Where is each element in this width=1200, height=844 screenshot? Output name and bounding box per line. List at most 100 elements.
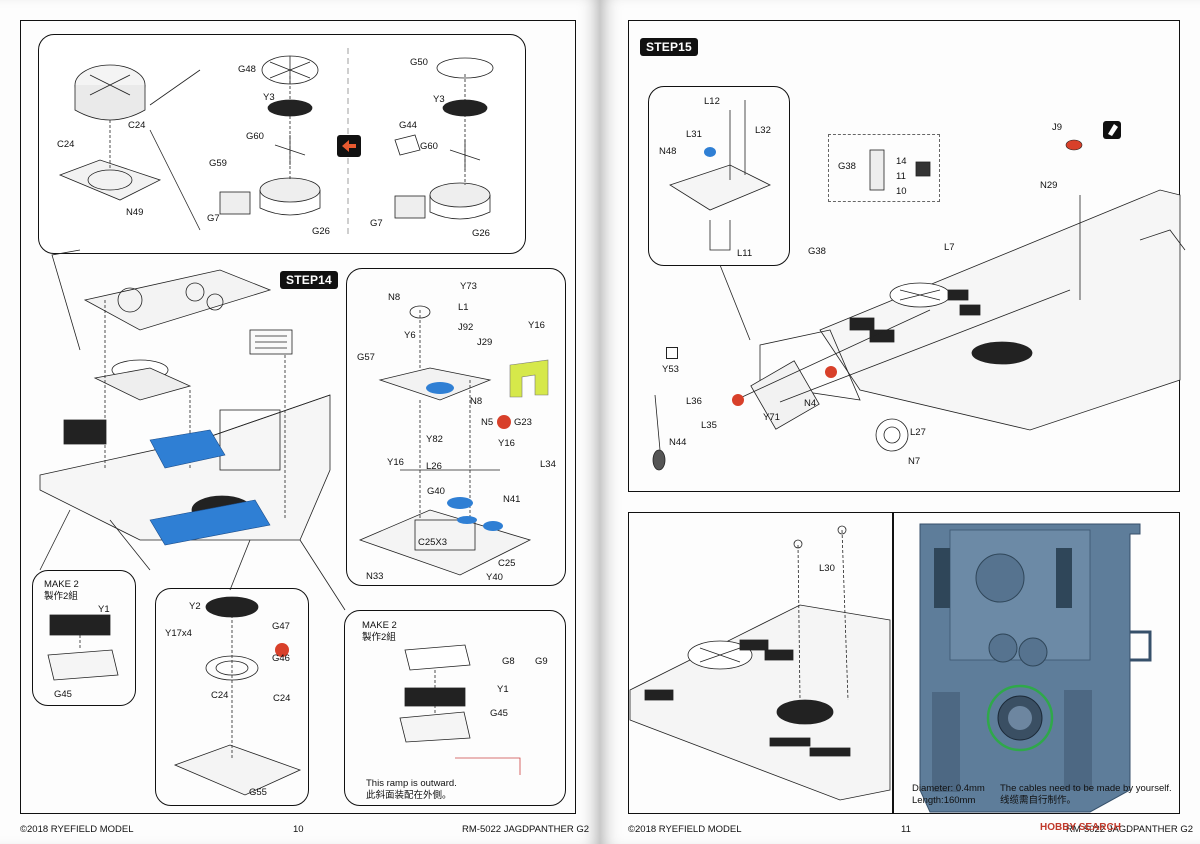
part-label: N44 <box>669 437 687 448</box>
footer-copyright: ©2018 RYEFIELD MODEL <box>20 824 134 835</box>
part-label: N8 <box>470 396 483 407</box>
watermark-logo: HOBBY SEARCH <box>1040 822 1121 833</box>
part-label: Y2 <box>189 601 201 612</box>
part-label: N29 <box>1040 180 1058 191</box>
part-label: N49 <box>126 207 144 218</box>
part-label: Y82 <box>426 434 443 445</box>
step-15-label: STEP15 <box>640 38 698 56</box>
right-line-art <box>629 100 1186 813</box>
part-label: L12 <box>704 96 720 107</box>
instruction-page-11: STEP15 <box>600 0 1200 844</box>
cable-note-cn: 线缆需自行制作。 <box>1000 795 1077 806</box>
part-label: G60 <box>246 131 264 142</box>
ramp-note-en: This ramp is outward. <box>366 778 457 789</box>
part-label: G60 <box>420 141 438 152</box>
part-label: N5 <box>481 417 494 428</box>
part-label: Y73 <box>460 281 477 292</box>
part-label: C24 <box>211 690 229 701</box>
part-label: G38 <box>838 161 856 172</box>
part-label: G45 <box>490 708 508 719</box>
part-label: G7 <box>370 218 383 229</box>
part-label: L1 <box>458 302 469 313</box>
make2-title: MAKE 2 <box>44 579 79 590</box>
part-label: G38 <box>808 246 826 257</box>
part-label: G8 <box>502 656 515 667</box>
part-label: J9 <box>1052 122 1063 133</box>
page-frame <box>20 20 576 814</box>
part-label: G45 <box>54 689 72 700</box>
part-label: Y1 <box>98 604 110 615</box>
part-label: G26 <box>312 226 330 237</box>
part-label: G50 <box>410 57 428 68</box>
left-line-art <box>39 48 549 796</box>
callout-make2-a <box>32 570 136 706</box>
part-label: G7 <box>207 213 220 224</box>
part-label: N8 <box>388 292 401 303</box>
page-number: 11 <box>901 824 911 835</box>
part-label: G40 <box>427 486 445 497</box>
part-label: Y16 <box>528 320 545 331</box>
part-label: Y16 <box>498 438 515 449</box>
part-label: Y53 <box>662 364 679 375</box>
part-label: Y6 <box>404 330 416 341</box>
part-label: G48 <box>238 64 256 75</box>
make2-subtitle: 製作2組 <box>44 591 78 602</box>
part-label: J92 <box>458 322 474 333</box>
diameter-note: Diameter: 0.4mm <box>912 783 985 794</box>
step-14-label: STEP14 <box>280 271 338 289</box>
lower-frame <box>628 512 1180 814</box>
highlight-parts <box>704 121 1121 406</box>
part-label: G44 <box>399 120 417 131</box>
part-label: C25 <box>498 558 516 569</box>
part-label: G9 <box>535 656 548 667</box>
part-label: L35 <box>701 420 717 431</box>
part-label: L34 <box>540 459 556 470</box>
part-label: Y1 <box>497 684 509 695</box>
part-label: Y16 <box>387 457 404 468</box>
part-label: Y17x4 <box>165 628 192 639</box>
footer-product: RM-5022 JAGDPANTHER G2 <box>1066 824 1194 835</box>
part-label: L30 <box>819 563 835 574</box>
check-icon <box>666 347 678 359</box>
part-label: Y3 <box>263 92 275 103</box>
callout-hatch-detail <box>648 86 790 266</box>
part-number-circle: 14 <box>896 156 907 167</box>
part-label: G26 <box>472 228 490 239</box>
footer-product: RM-5022 JAGDPANTHER G2 <box>462 824 590 835</box>
part-label: G46 <box>272 653 290 664</box>
instruction-page-10: STEP14 C24 C24 N49 G48 Y3 G60 G59 G7 G26… <box>0 0 600 844</box>
part-label: G57 <box>357 352 375 363</box>
part-label: Y3 <box>433 94 445 105</box>
cable-note-en: The cables need to be made by yourself. <box>1000 783 1172 794</box>
callout-make2-b <box>344 610 566 806</box>
part-label: L26 <box>426 461 442 472</box>
callout-bottom-hatch <box>155 588 309 806</box>
part-label: L27 <box>910 427 926 438</box>
footer-copyright: ©2018 RYEFIELD MODEL <box>628 824 742 835</box>
part-label: Y40 <box>486 572 503 583</box>
part-label: C24 <box>57 139 75 150</box>
ramp-note-cn: 此斜面装配在外側。 <box>366 790 452 801</box>
part-label: L31 <box>686 129 702 140</box>
highlight-parts <box>149 359 549 657</box>
page-number: 10 <box>293 824 304 835</box>
part-label: G59 <box>209 158 227 169</box>
part-label: L36 <box>686 396 702 407</box>
lower-divider <box>892 512 894 814</box>
callout-step14-detail <box>346 268 566 586</box>
part-label: N33 <box>366 571 384 582</box>
length-note: Length:160mm <box>912 795 976 806</box>
part-label: J29 <box>477 337 493 348</box>
part-label: N41 <box>503 494 521 505</box>
part-label: C24 <box>273 693 291 704</box>
part-label: N7 <box>908 456 921 467</box>
callout-g38-detail <box>828 134 940 202</box>
part-label: L32 <box>755 125 771 136</box>
part-number-circle: 10 <box>896 186 907 197</box>
part-label: G23 <box>514 417 532 428</box>
part-label: G47 <box>272 621 290 632</box>
part-label: Y71 <box>763 412 780 423</box>
part-number-circle: 11 <box>896 171 906 182</box>
part-label: N4 <box>804 398 817 409</box>
part-label: L11 <box>737 248 753 259</box>
